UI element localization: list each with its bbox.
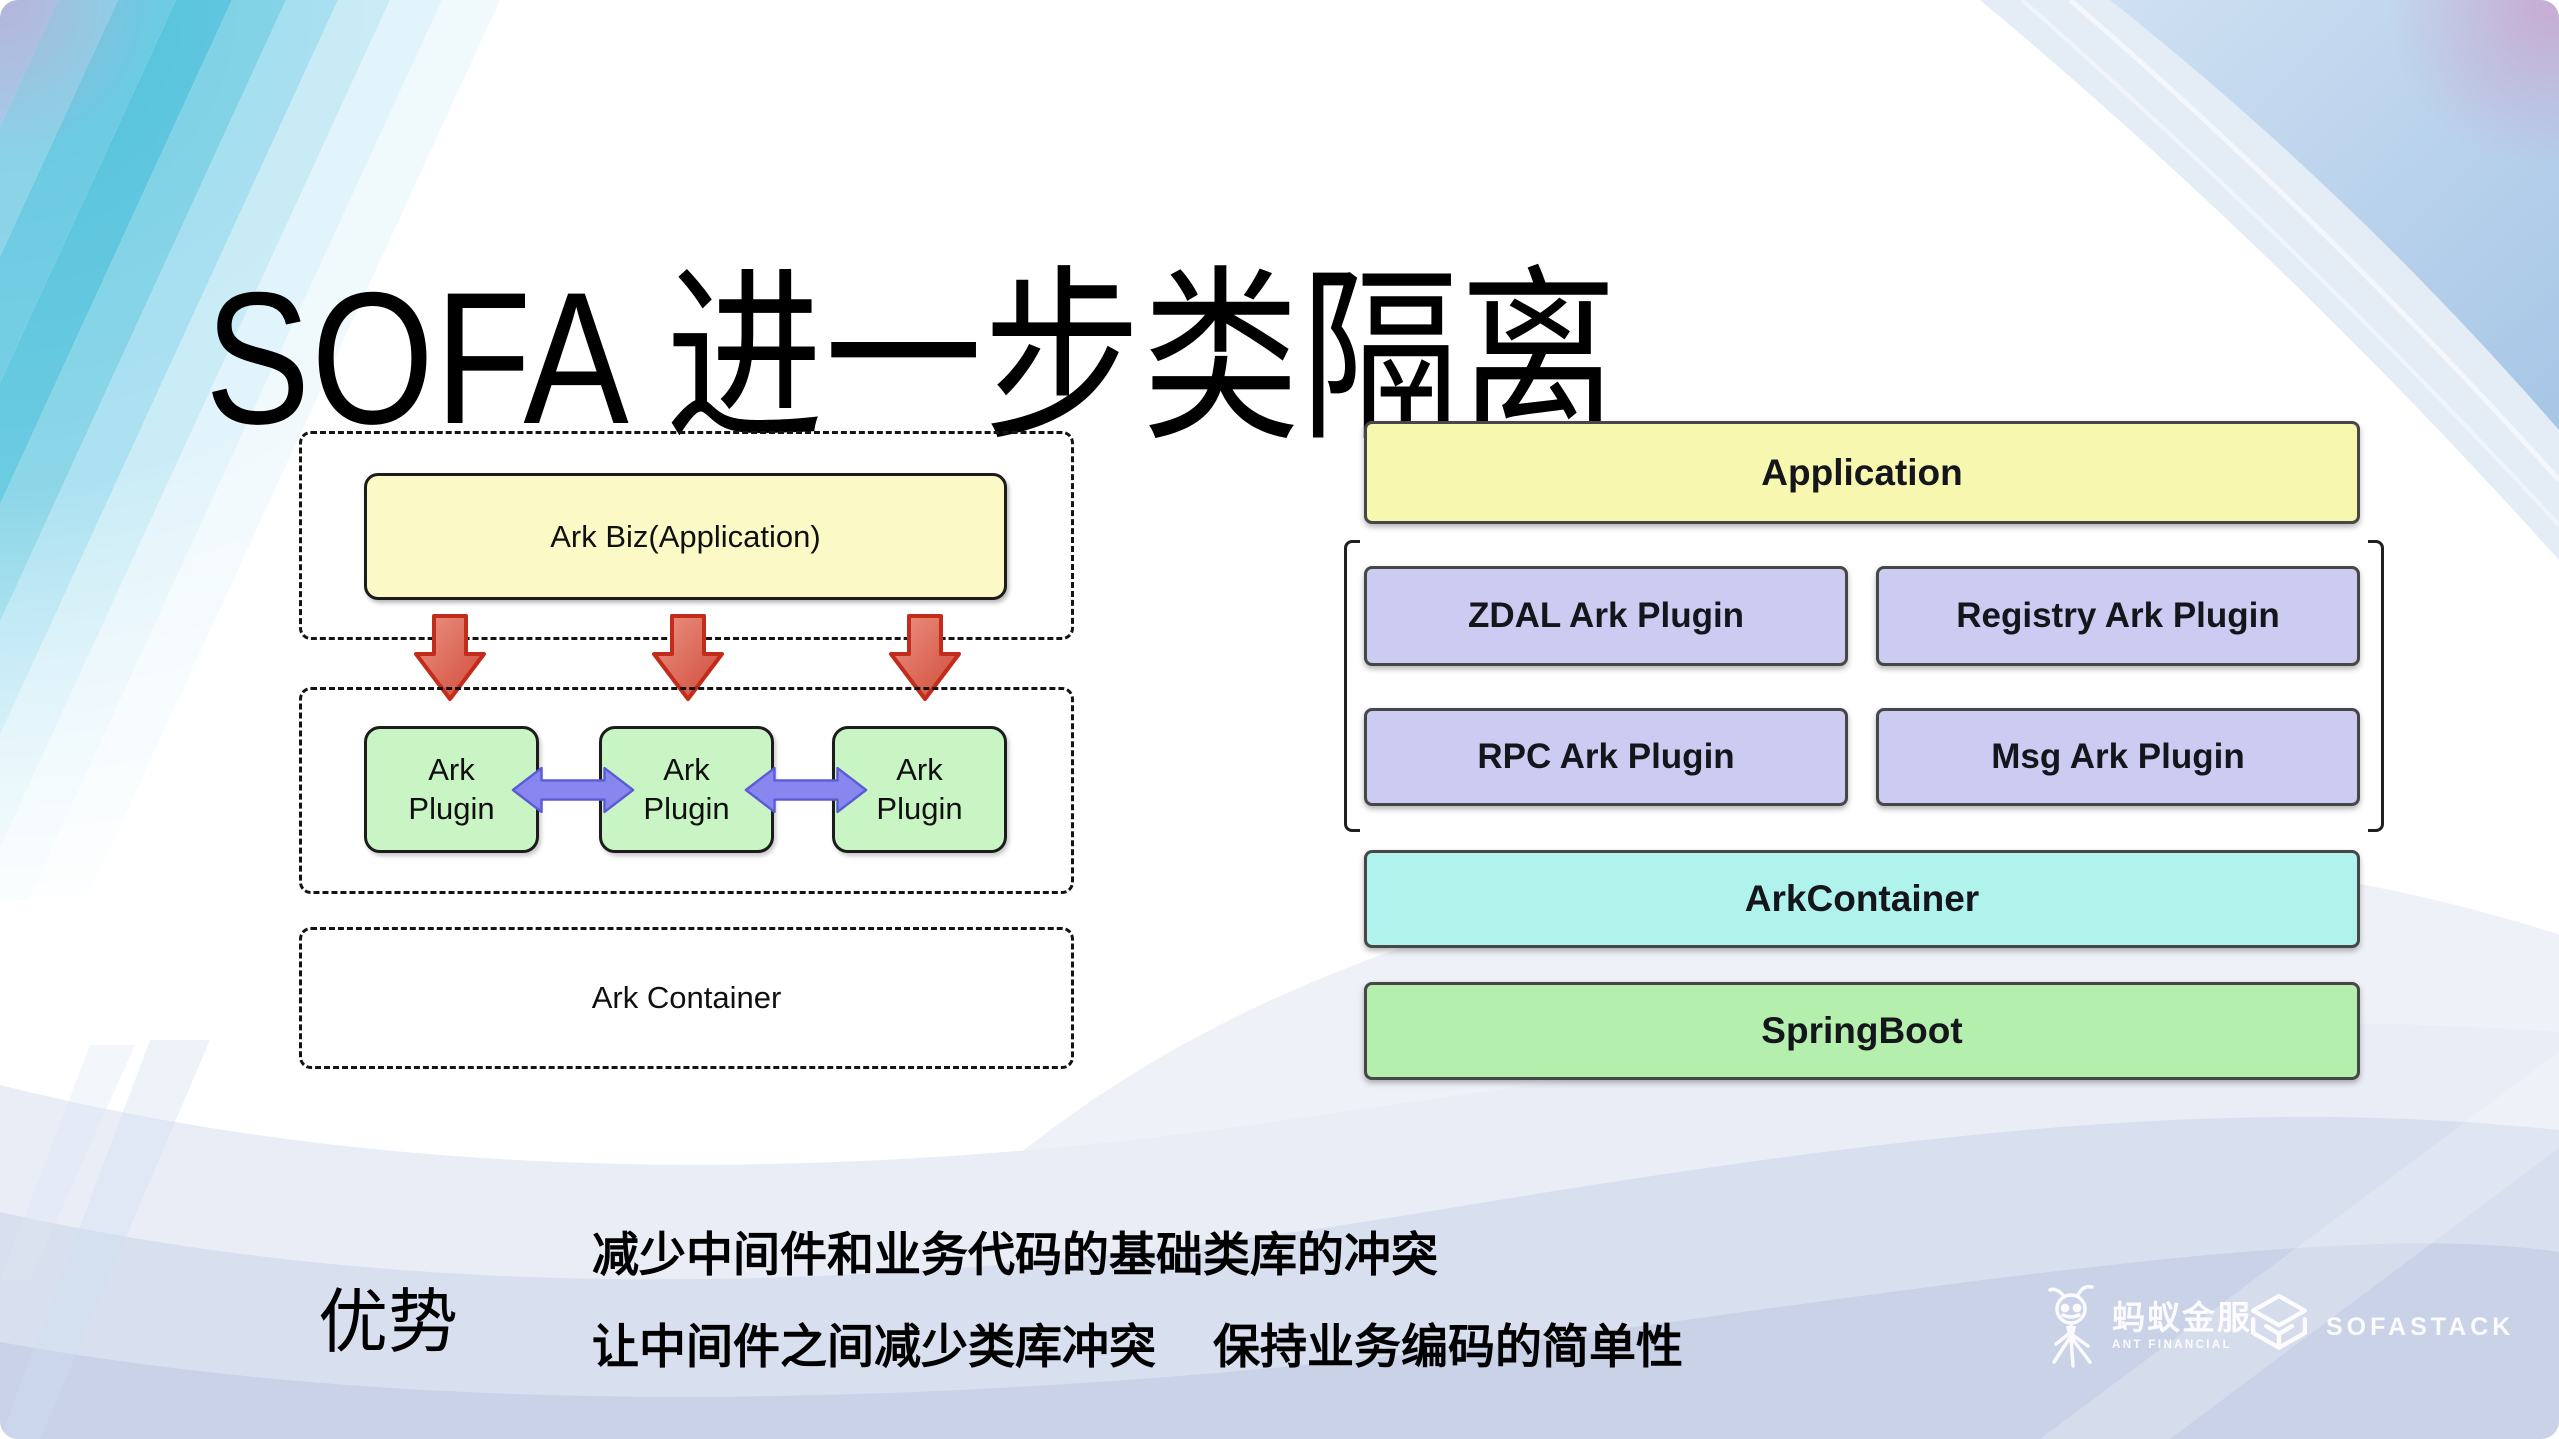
- plugin-label: RPC Ark Plugin: [1477, 737, 1735, 776]
- advantage-line-1: 减少中间件和业务代码的基础类库的冲突: [592, 1228, 1438, 1281]
- ant-financial-logo: 蚂蚁金服 ANT FINANCIAL: [2046, 1282, 2252, 1370]
- ark-container-layer-box: ArkContainer: [1364, 850, 2360, 948]
- bidirectional-arrow-icon: [744, 766, 868, 814]
- advantage-line-2b: 保持业务编码的简单性: [1213, 1320, 1683, 1373]
- registry-plugin-box: Registry Ark Plugin: [1876, 566, 2360, 666]
- sofastack-icon: [2251, 1293, 2307, 1350]
- advantage-line-2a: 让中间件之间减少类库冲突: [592, 1320, 1156, 1373]
- top-left-stripes: [0, 0, 500, 900]
- down-arrow-icon: [414, 614, 486, 701]
- plugin-bracket-right: [2368, 540, 2384, 832]
- sofastack-logo: SOFASTACK: [2248, 1292, 2514, 1362]
- ark-plugin-label: Ark Plugin: [876, 751, 963, 826]
- bottom-left-rays: [0, 1040, 210, 1439]
- ark-biz-label: Ark Biz(Application): [550, 518, 821, 554]
- rpc-plugin-box: RPC Ark Plugin: [1364, 708, 1848, 806]
- ark-plugin-group-box: [299, 687, 1074, 894]
- zdal-plugin-box: ZDAL Ark Plugin: [1364, 566, 1848, 666]
- sofastack-brand-text: SOFASTACK: [2326, 1312, 2515, 1341]
- ark-plugin-label: Ark Plugin: [408, 751, 495, 826]
- plugin-bracket-left: [1344, 540, 1360, 832]
- top-right-band: [1980, 0, 2559, 560]
- down-arrow-icon: [652, 614, 724, 701]
- advantages-heading: 优势: [318, 1283, 458, 1361]
- plugin-label: Msg Ark Plugin: [1991, 737, 2245, 776]
- plugin-label: Registry Ark Plugin: [1956, 596, 2280, 635]
- springboot-box: SpringBoot: [1364, 982, 2360, 1080]
- plugin-label: ZDAL Ark Plugin: [1467, 596, 1745, 635]
- advantage-line-2: 让中间件之间减少类库冲突 保持业务编码的简单性: [592, 1308, 1683, 1377]
- down-arrow-icon: [889, 614, 961, 701]
- application-label: Application: [1761, 451, 1963, 493]
- ark-biz-box: Ark Biz(Application): [364, 473, 1007, 600]
- ark-container-layer-label: ArkContainer: [1744, 878, 1980, 919]
- ark-container-label: Ark Container: [591, 980, 782, 1015]
- bottom-waves: [0, 1023, 2559, 1439]
- springboot-label: SpringBoot: [1761, 1010, 1963, 1051]
- ark-plugin-box: Ark Plugin: [364, 726, 539, 853]
- ark-container-box: Ark Container: [299, 927, 1074, 1069]
- ant-icon: [2048, 1284, 2094, 1368]
- ark-plugin-label: Ark Plugin: [643, 751, 730, 826]
- msg-plugin-box: Msg Ark Plugin: [1876, 708, 2360, 806]
- application-box: Application: [1364, 421, 2360, 524]
- ant-brand-subtext: ANT FINANCIAL: [2112, 1339, 2232, 1351]
- ant-brand-text: 蚂蚁金服: [2112, 1299, 2252, 1336]
- bidirectional-arrow-icon: [511, 766, 635, 814]
